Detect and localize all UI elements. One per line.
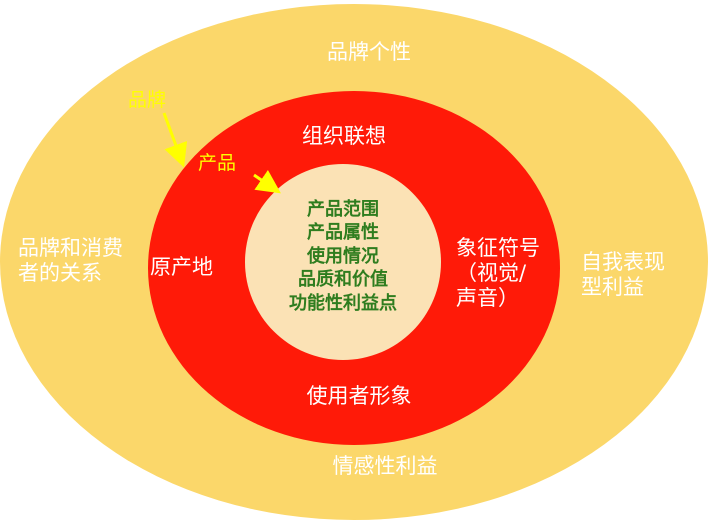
core-list: 产品范围 产品属性 使用情况 品质和价值 功能性利益点 [258, 198, 428, 315]
core-item-product-range: 产品范围 [307, 199, 379, 220]
label-brand-personality: 品牌个性 [309, 40, 429, 65]
brand-personality-text: 品牌个性 [327, 40, 411, 64]
core-item-product-attributes: 产品属性 [307, 222, 379, 244]
label-self-expression: 自我表现 型利益 [581, 250, 691, 300]
label-user-image: 使用者形象 [294, 384, 424, 409]
core-item-quality-value: 品质和价值 [298, 269, 388, 291]
brand-consumer-relation-line-1: 品牌和消费 [18, 236, 123, 260]
symbol-line-2: （视觉/ [456, 260, 527, 285]
label-brand-tag: 品牌 [128, 89, 184, 111]
core-circle [245, 164, 441, 360]
product-tag-text: 产品 [198, 152, 237, 174]
brand-tag-text: 品牌 [128, 89, 167, 111]
label-product-tag: 产品 [198, 152, 254, 174]
emotional-benefit-text: 情感性利益 [332, 454, 438, 478]
label-origin: 原产地 [150, 255, 240, 280]
product-arrow [253, 169, 281, 194]
label-org-association: 组织联想 [284, 124, 404, 149]
core-item-usage: 使用情况 [307, 245, 379, 267]
org-association-text: 组织联想 [302, 124, 386, 148]
self-expression-line-2: 型利益 [581, 274, 644, 299]
label-symbol: 象征符号 （视觉/ 声音） [456, 236, 560, 310]
origin-text: 原产地 [150, 255, 213, 279]
label-emotional-benefit: 情感性利益 [320, 454, 450, 479]
self-expression-line-1: 自我表现 [581, 250, 665, 274]
brand-consumer-relation-line-2: 者的关系 [18, 260, 102, 285]
brand-arrow [162, 112, 188, 168]
symbol-line-3: 声音） [456, 285, 519, 310]
symbol-line-1: 象征符号 [456, 236, 540, 260]
user-image-text: 使用者形象 [306, 384, 412, 408]
core-item-functional-benefit: 功能性利益点 [289, 292, 397, 314]
label-brand-consumer-relation: 品牌和消费 者的关系 [18, 236, 146, 286]
